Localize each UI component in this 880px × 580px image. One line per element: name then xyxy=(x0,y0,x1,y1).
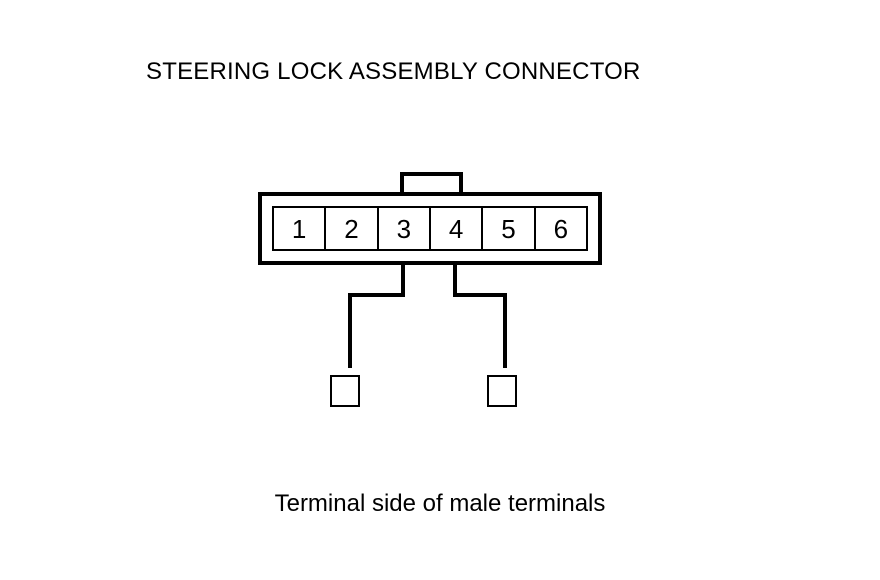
pin-label-2: 2 xyxy=(344,213,359,244)
pin-cell-2[interactable]: 2 xyxy=(324,206,379,251)
diagram-caption: Terminal side of male terminals xyxy=(274,490,606,517)
leader-line-pin-4 xyxy=(453,264,507,368)
leader-line-pin-3 xyxy=(348,264,405,368)
pin-cell-3[interactable]: 3 xyxy=(376,206,431,251)
pin-cell-6[interactable]: 6 xyxy=(533,206,588,251)
terminal-callout-box-left xyxy=(330,375,360,407)
pin-label-1: 1 xyxy=(291,213,307,244)
terminal-callout-box-right xyxy=(487,375,517,407)
pin-label-5: 5 xyxy=(501,213,516,244)
locking-tab-icon xyxy=(400,172,463,193)
pin-cell-4[interactable]: 4 xyxy=(428,206,484,251)
pin-cell-5[interactable]: 5 xyxy=(481,206,536,251)
pin-label-6: 6 xyxy=(553,213,569,244)
pin-cell-1[interactable]: 1 xyxy=(272,206,327,251)
pin-label-3: 3 xyxy=(396,213,412,244)
pin-row: 1 2 3 4 5 6 xyxy=(272,206,588,251)
connector-assembly: 1 2 3 4 5 6 xyxy=(258,172,602,266)
page-title: STEERING LOCK ASSEMBLY CONNECTOR xyxy=(146,58,641,85)
pin-label-4: 4 xyxy=(448,213,464,244)
connector-housing: 1 2 3 4 5 6 xyxy=(258,192,602,265)
